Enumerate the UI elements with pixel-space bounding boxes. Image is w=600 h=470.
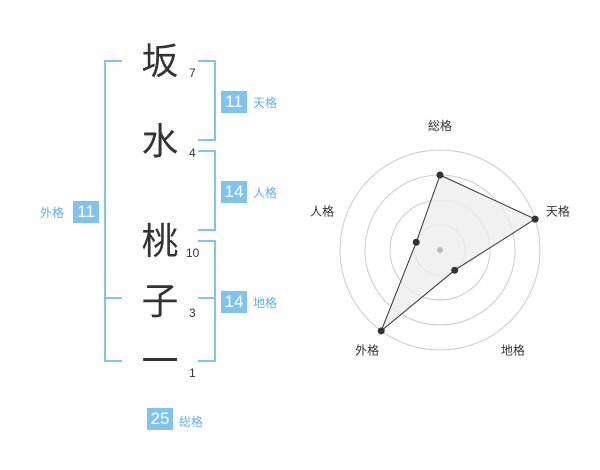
soukaku-label: 総格 [179,415,204,429]
radar-point-1 [436,171,444,179]
name-char-2: 水 [141,120,179,163]
gaikaku-bracket [104,60,122,362]
soukaku-value-badge: 25 [147,408,173,430]
stroke-count-3: 10 [186,246,200,260]
chikaku-bracket [198,240,216,362]
stroke-count-1: 7 [189,66,196,80]
jinkaku-value-badge: 14 [221,181,247,203]
radar-series-area [380,174,537,332]
stroke-count-2: 4 [189,146,196,160]
tenkaku-label: 天格 [253,96,278,110]
radar-axis-label-4: 外格 [355,342,379,357]
gaikaku-bracket-tick [104,297,122,299]
jinkaku-label: 人格 [253,186,278,200]
name-char-5: 一 [141,340,179,383]
radar-axis-label-2: 天格 [546,204,570,219]
radar-point-4 [377,327,385,335]
gaikaku-value-badge: 11 [73,201,99,223]
jinkaku-bracket [198,150,216,231]
stroke-count-4: 3 [189,306,196,320]
radar-axis-label-1: 総格 [428,118,452,133]
chikaku-label: 地格 [253,296,278,310]
stroke-count-5: 1 [189,366,196,380]
gaikaku-label: 外格 [40,206,65,220]
tenkaku-bracket [198,60,216,141]
radar-center-point [437,247,443,253]
chikaku-bracket-tick [198,297,216,299]
name-char-3: 桃 [141,220,179,263]
radar-axis-label-5: 人格 [310,204,334,219]
radar-grid-ring-4 [339,149,541,351]
radar-point-2 [531,215,539,223]
chikaku-value-badge: 14 [221,291,247,313]
radar-axis-label-3: 地格 [501,342,525,357]
tenkaku-value-badge: 11 [221,91,247,113]
name-char-1: 坂 [141,40,179,83]
radar-point-5 [412,238,420,246]
name-char-4: 子 [141,280,179,323]
radar-point-3 [451,266,459,274]
